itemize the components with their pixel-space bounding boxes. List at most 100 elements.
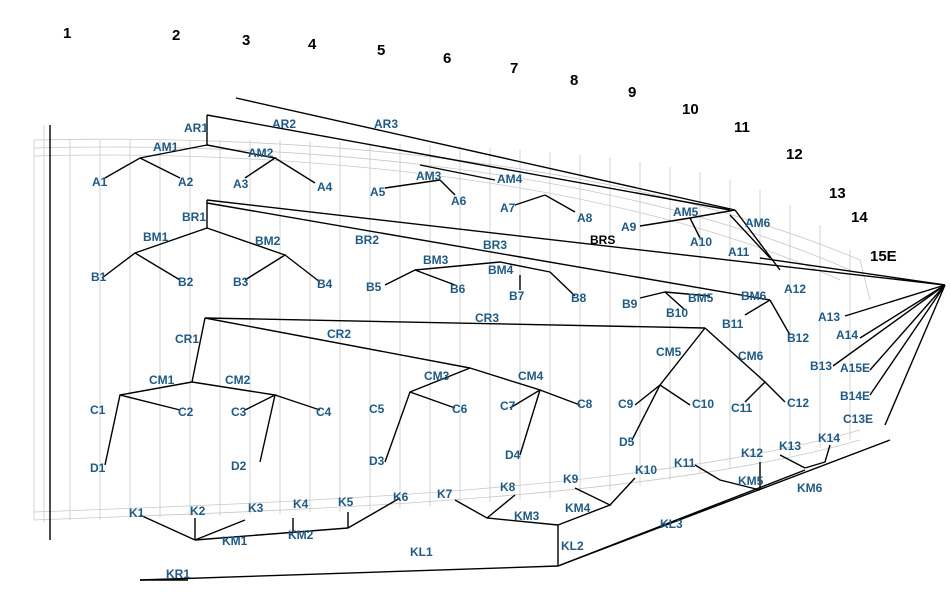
node-label: A4 (317, 180, 333, 194)
node-label: KL2 (561, 539, 584, 553)
node-label: KM3 (514, 509, 540, 523)
node-label: A9 (621, 220, 637, 234)
node-label: A7 (500, 201, 516, 215)
node-label: K10 (635, 463, 657, 477)
node-label: B12 (787, 331, 809, 345)
node-label: KM5 (738, 474, 764, 488)
node-label: KR1 (166, 567, 190, 581)
node-label: K12 (741, 446, 763, 460)
node-label: BR1 (182, 210, 206, 224)
node-label: CR3 (475, 311, 499, 325)
node-label: BM6 (741, 289, 767, 303)
node-label: K7 (437, 487, 453, 501)
column-number: 12 (786, 146, 803, 163)
node-label: BR2 (355, 233, 379, 247)
node-label: K11 (674, 456, 696, 470)
node-label: A11 (728, 245, 750, 259)
node-label: AR1 (184, 121, 208, 135)
node-label: C12 (787, 396, 809, 410)
node-label: D3 (369, 454, 385, 468)
node-label: CM6 (738, 349, 764, 363)
node-label: KM4 (565, 501, 591, 515)
column-number: 2 (172, 27, 180, 44)
node-label: B2 (178, 275, 194, 289)
node-label: C13E (843, 412, 873, 426)
node-label: BM3 (423, 253, 449, 267)
node-label: CR2 (327, 327, 351, 341)
node-label: BM4 (488, 263, 514, 277)
node-label: K14 (818, 431, 840, 445)
tree-edges (49, 97, 946, 581)
column-numbers: 1 2 3 4 5 6 7 8 9 10 11 12 13 14 15E (63, 25, 897, 265)
node-label: B14E (840, 389, 870, 403)
node-label: D1 (90, 461, 106, 475)
node-label: AM4 (497, 172, 523, 186)
node-label: K1 (129, 506, 145, 520)
node-label: AM5 (673, 205, 699, 219)
node-label: C3 (231, 405, 247, 419)
node-label: A2 (178, 175, 194, 189)
node-label: B3 (233, 275, 249, 289)
node-label: KM6 (797, 481, 823, 495)
node-label: C7 (500, 399, 516, 413)
node-label: A3 (233, 177, 249, 191)
node-label: C2 (178, 405, 194, 419)
node-label: KL3 (660, 517, 683, 531)
node-label: C6 (452, 402, 468, 416)
column-number: 1 (63, 25, 71, 42)
node-label: K9 (563, 472, 579, 486)
node-label: A1 (92, 175, 108, 189)
node-label: B4 (317, 277, 333, 291)
node-label: KL1 (410, 545, 433, 559)
node-label: AM1 (153, 140, 179, 154)
node-label: AM3 (416, 169, 442, 183)
column-number: 15E (870, 248, 897, 265)
node-label: B10 (666, 306, 688, 320)
node-label: B13 (810, 359, 832, 373)
node-label: AM2 (248, 146, 274, 160)
column-number: 3 (242, 32, 250, 49)
node-label: B8 (571, 291, 587, 305)
node-label: BM1 (143, 230, 169, 244)
node-label: AM6 (745, 216, 771, 230)
node-label: A15E (840, 361, 870, 375)
column-number: 7 (510, 60, 518, 77)
node-label: C4 (316, 405, 332, 419)
node-label: A12 (784, 282, 806, 296)
node-label: D4 (505, 448, 521, 462)
node-label: A10 (690, 235, 712, 249)
node-label: B5 (366, 280, 382, 294)
column-number: 8 (570, 72, 578, 89)
node-label: BM5 (688, 291, 714, 305)
node-label: BR3 (483, 238, 507, 252)
column-number: 5 (377, 42, 385, 59)
node-label: K4 (293, 497, 309, 511)
node-label: CM4 (518, 369, 544, 383)
node-label: KM2 (288, 528, 314, 542)
column-number: 11 (734, 119, 750, 136)
node-label: K8 (500, 480, 516, 494)
node-label: K3 (248, 501, 264, 515)
column-number: 14 (851, 209, 868, 226)
node-label: K13 (779, 439, 801, 453)
node-label: C8 (577, 397, 593, 411)
node-label: BM2 (255, 234, 281, 248)
node-label: D2 (231, 459, 247, 473)
column-number: 6 (443, 50, 451, 67)
node-label: B9 (622, 297, 638, 311)
node-label: K2 (190, 504, 206, 518)
node-label: C9 (618, 397, 634, 411)
node-label: A6 (451, 194, 467, 208)
node-label: CR1 (175, 332, 199, 346)
node-label: K5 (338, 495, 354, 509)
node-label: A13 (818, 310, 840, 324)
node-label: C11 (731, 401, 753, 415)
node-label: CM2 (225, 373, 251, 387)
node-label: D5 (619, 435, 635, 449)
node-label: K6 (393, 490, 409, 504)
node-label: AR3 (374, 117, 398, 131)
node-label: A8 (577, 211, 593, 225)
node-label: AR2 (272, 117, 296, 131)
column-number: 13 (829, 185, 846, 202)
